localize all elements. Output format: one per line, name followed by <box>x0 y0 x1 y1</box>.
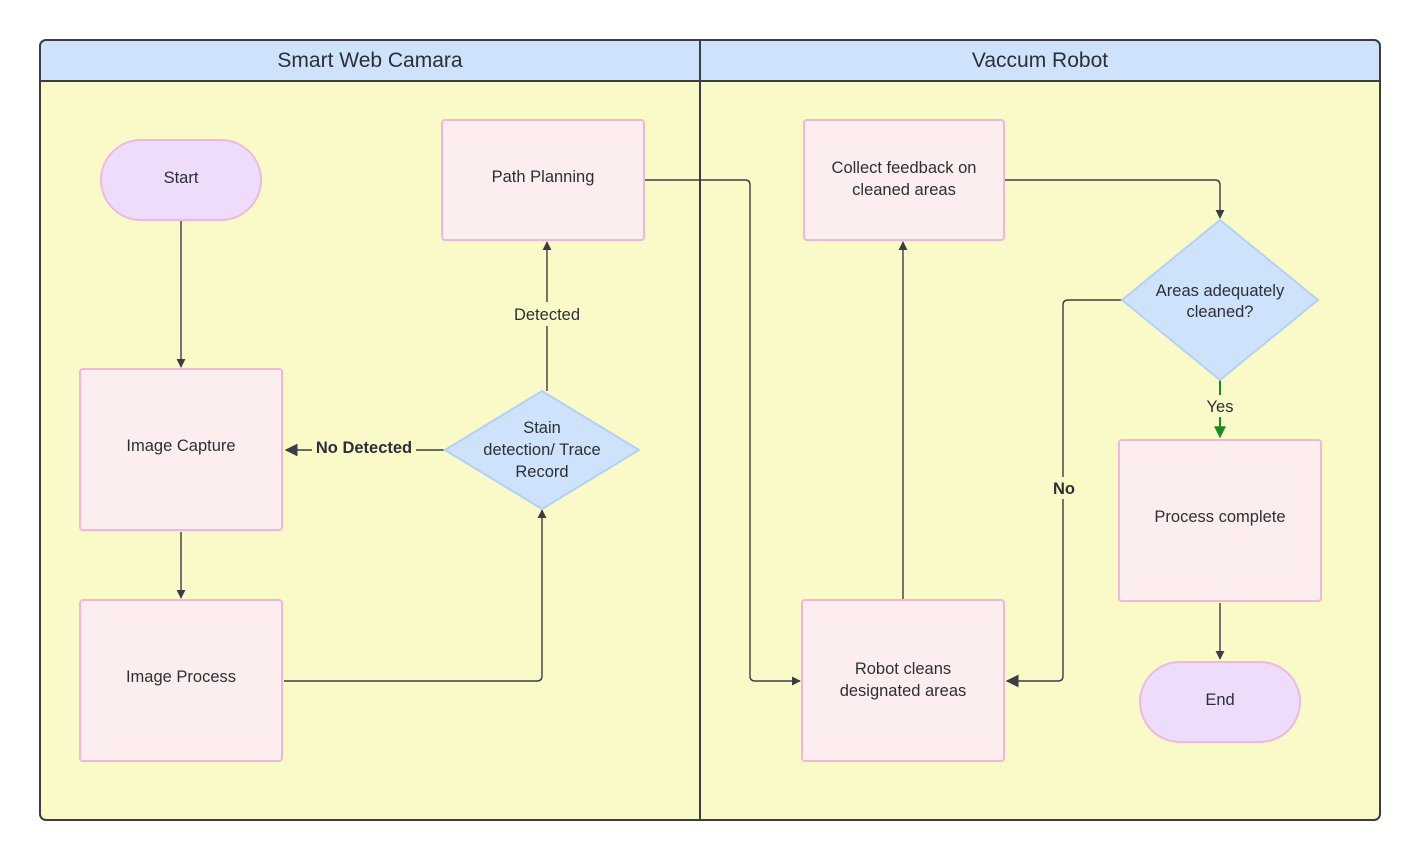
stain-detection-line-1: Stain <box>523 419 561 437</box>
node-image-capture[interactable]: Image Capture <box>79 368 283 531</box>
node-collect-feedback[interactable]: Collect feedback on cleaned areas <box>803 119 1005 241</box>
edge-label-no: No <box>1053 480 1075 498</box>
robot-cleans-line-2: designated areas <box>840 682 967 700</box>
end-label: End <box>1205 691 1234 709</box>
node-stain-detection[interactable]: Stain detection/ Trace Record <box>443 389 641 511</box>
robot-cleans-box <box>801 599 1005 762</box>
frame-border <box>39 39 1381 821</box>
stain-detection-line-2: detection/ Trace <box>483 441 600 459</box>
stain-detection-diamond <box>443 389 641 511</box>
areas-cleaned-line-2: cleaned? <box>1187 303 1254 321</box>
node-start[interactable]: Start <box>100 139 262 221</box>
label-bg-detected <box>505 302 589 326</box>
label-bg-yes <box>1203 395 1237 417</box>
collect-feedback-line-2: cleaned areas <box>852 181 956 199</box>
areas-cleaned-line-1: Areas adequately <box>1156 282 1285 300</box>
node-path-planning[interactable]: Path Planning <box>441 119 645 241</box>
collect-feedback-line-1: Collect feedback on <box>832 159 977 177</box>
label-bg-no-detected <box>312 437 416 461</box>
edge-label-detected: Detected <box>514 306 580 324</box>
path-planning-box <box>441 119 645 241</box>
image-process-box <box>79 599 283 762</box>
end-terminal-shape <box>1139 661 1301 743</box>
image-process-label: Image Process <box>126 668 236 686</box>
edge-path-planning-to-robot <box>645 179 801 686</box>
lane-header-right <box>700 40 1380 81</box>
start-terminal-shape <box>100 139 262 221</box>
lane-title-left: Smart Web Camara <box>277 49 462 72</box>
collect-feedback-box <box>803 119 1005 241</box>
lane-header-left <box>40 40 700 81</box>
node-process-complete[interactable]: Process complete <box>1118 439 1322 602</box>
node-image-process[interactable]: Image Process <box>79 599 283 762</box>
node-areas-cleaned-decision[interactable]: Areas adequately cleaned? <box>1120 218 1320 382</box>
process-complete-box <box>1118 439 1322 602</box>
edge-process-to-stain <box>284 509 547 682</box>
image-capture-label: Image Capture <box>126 437 235 455</box>
edge-feedback-to-decision <box>1005 179 1225 219</box>
node-robot-cleans[interactable]: Robot cleans designated areas <box>801 599 1005 762</box>
stain-detection-line-3: Record <box>515 463 568 481</box>
label-bg-no <box>1049 477 1079 499</box>
image-capture-box <box>79 368 283 531</box>
start-label: Start <box>164 169 199 187</box>
areas-cleaned-diamond <box>1120 218 1320 382</box>
path-planning-label: Path Planning <box>492 168 595 186</box>
edge-label-yes: Yes <box>1207 398 1234 416</box>
lane-title-right: Vaccum Robot <box>972 49 1108 72</box>
edge-label-no-detected: No Detected <box>316 439 412 457</box>
process-complete-label: Process complete <box>1154 508 1285 526</box>
node-end[interactable]: End <box>1139 661 1301 743</box>
robot-cleans-line-1: Robot cleans <box>855 660 951 678</box>
